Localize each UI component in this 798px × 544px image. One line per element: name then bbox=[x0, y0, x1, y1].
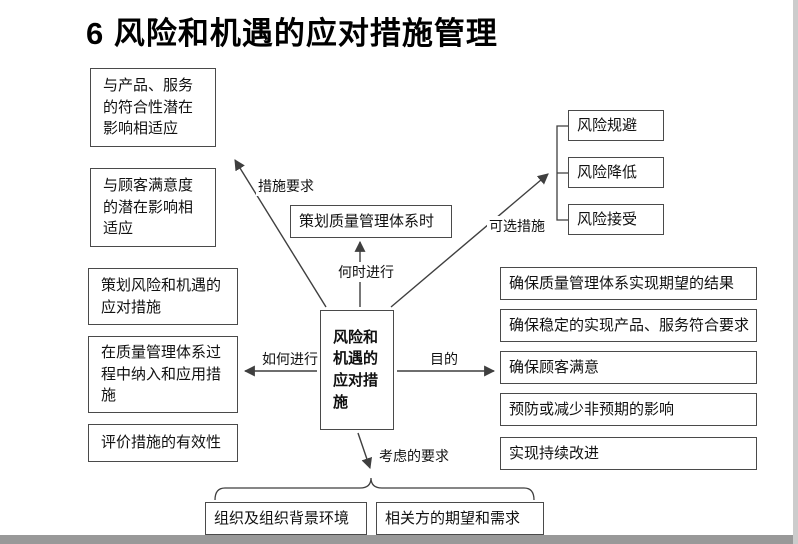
edge-label-purpose: 目的 bbox=[428, 349, 460, 369]
node-risk-reduction: 风险降低 bbox=[568, 157, 664, 188]
edge-label-when: 何时进行 bbox=[336, 262, 396, 282]
slide-right-edge bbox=[793, 0, 798, 544]
node-purpose-achieve-intended-results: 确保质量管理体系实现期望的结果 bbox=[500, 267, 757, 300]
node-customer-satisfaction-impact: 与顾客满意度的潜在影响相适应 bbox=[90, 168, 216, 247]
edge-label-considered-requirements: 考虑的要求 bbox=[377, 446, 451, 466]
node-purpose-consistent-conformity: 确保稳定的实现产品、服务符合要求 bbox=[500, 309, 757, 342]
node-risk-acceptance: 风险接受 bbox=[568, 204, 664, 235]
node-product-service-conformity: 与产品、服务的符合性潜在影响相适应 bbox=[90, 68, 216, 147]
node-purpose-customer-satisfaction: 确保顾客满意 bbox=[500, 351, 757, 384]
node-integrate-into-qms: 在质量管理体系过程中纳入和应用措施 bbox=[88, 336, 238, 413]
brace-bottom-inputs bbox=[214, 477, 535, 501]
node-purpose-continual-improvement: 实现持续改进 bbox=[500, 437, 757, 470]
arrow-considered-requirements bbox=[357, 432, 372, 470]
edge-label-how: 如何进行 bbox=[260, 349, 320, 369]
node-center-risk-opportunity-measures: 风险和机遇的应对措施 bbox=[320, 310, 394, 430]
node-plan-measures: 策划风险和机遇的应对措施 bbox=[88, 268, 238, 325]
node-organization-context: 组织及组织背景环境 bbox=[205, 502, 367, 535]
node-interested-parties-needs: 相关方的期望和需求 bbox=[376, 502, 544, 535]
bracket-options bbox=[556, 125, 568, 221]
node-risk-avoidance: 风险规避 bbox=[568, 110, 664, 141]
page-title: 6 风险和机遇的应对措施管理 bbox=[86, 16, 498, 51]
slide-bottom-edge bbox=[0, 535, 798, 544]
edge-label-optional-measures: 可选措施 bbox=[487, 216, 547, 236]
edge-label-measure-requirements: 措施要求 bbox=[256, 176, 316, 196]
node-when-planning-qms: 策划质量管理体系时 bbox=[290, 205, 452, 238]
node-evaluate-effectiveness: 评价措施的有效性 bbox=[88, 424, 238, 462]
node-purpose-prevent-undesired-effects: 预防或减少非预期的影响 bbox=[500, 393, 757, 426]
